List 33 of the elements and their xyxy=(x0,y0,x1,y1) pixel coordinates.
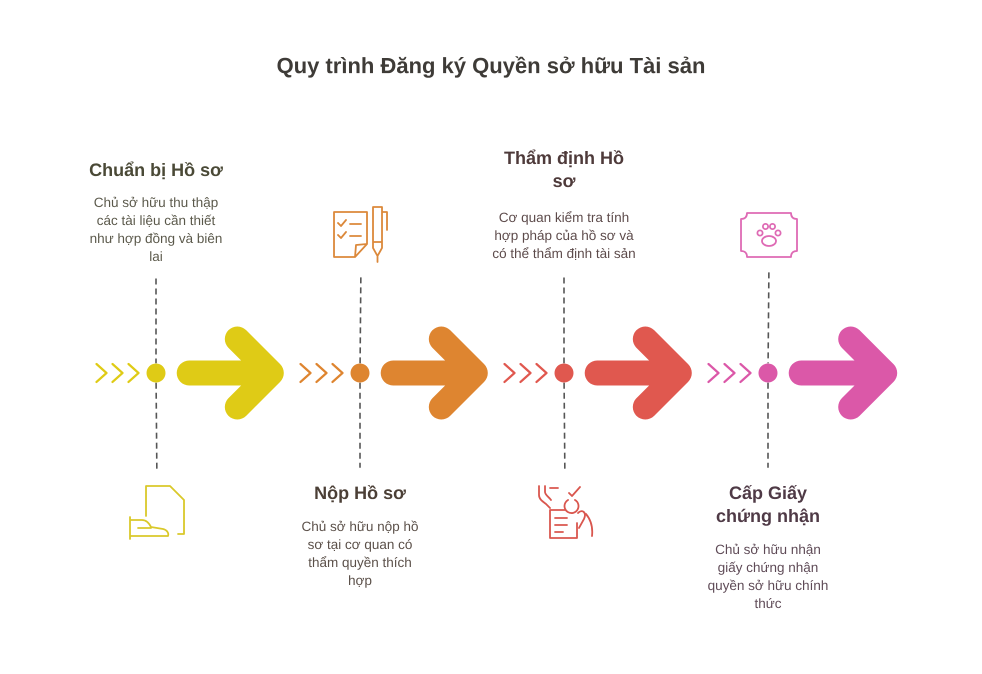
timeline-dot xyxy=(758,364,778,382)
leader-line xyxy=(359,277,362,364)
leader-line xyxy=(155,278,157,364)
timeline-dot xyxy=(350,364,370,382)
step-heading: Chuẩn bị Hồ sơ xyxy=(90,161,223,180)
step-description: Chủ sở hữu nhận giấy chứng nhận quyền sở hữu chính thức xyxy=(708,544,828,608)
document-hand-icon xyxy=(129,485,185,540)
arrow xyxy=(380,326,488,420)
leader-line xyxy=(767,382,769,468)
leader-line xyxy=(563,277,565,364)
leader-line xyxy=(359,382,361,468)
chevrons xyxy=(299,362,344,384)
certificate-icon xyxy=(740,212,798,258)
title: Quy trình Đăng ký Quyền sở hữu Tài sản xyxy=(277,56,704,78)
step-description: Chủ sở hữu thu thập các tài liệu cần thiết như hợp đồng và biên lai xyxy=(90,196,222,262)
timeline-dot xyxy=(146,364,166,382)
chevrons xyxy=(707,362,752,384)
arrow xyxy=(584,326,692,420)
timeline-dot xyxy=(554,364,574,382)
checklist-pen-icon xyxy=(333,206,388,263)
arrow xyxy=(176,326,284,420)
arrow xyxy=(788,326,898,420)
step-description: Cơ quan kiểm tra tính hợp pháp của hồ sơ và có thể thẩm định tài sản xyxy=(492,211,635,260)
step-heading: Thẩm định Hồ sơ xyxy=(504,149,624,188)
document-check-icon xyxy=(538,485,594,539)
leader-line xyxy=(563,382,566,469)
step-heading: Nộp Hồ sơ xyxy=(315,485,406,503)
leader-line xyxy=(155,382,158,469)
leader-line xyxy=(767,272,770,364)
step-heading: Cấp Giấy chứng nhận xyxy=(716,485,819,526)
chevrons xyxy=(95,362,140,384)
chevrons xyxy=(503,362,548,384)
step-description: Chủ sở hữu nộp hồ sơ tại cơ quan có thẩm quyền thích hợp xyxy=(302,520,418,588)
